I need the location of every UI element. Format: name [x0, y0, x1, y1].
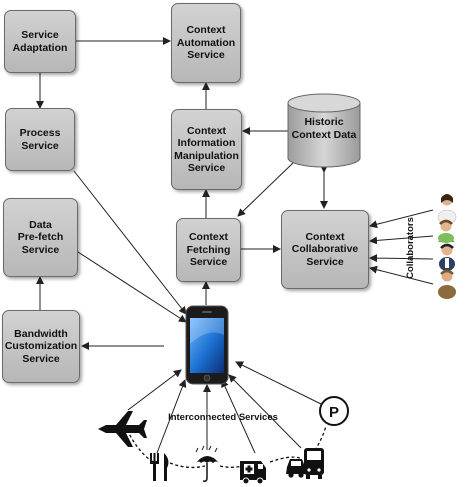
smartphone-icon	[185, 305, 229, 385]
service-adaptation-label: Service Adaptation	[12, 29, 68, 54]
airplane-icon	[98, 411, 147, 447]
bandwidth-customization-label: Bandwidth Customization Service	[4, 327, 78, 365]
arrow-historic-fetching	[237, 162, 294, 217]
database-icon	[287, 93, 361, 168]
arrow-person2-collab	[369, 235, 434, 245]
data-prefetch-label: Data Pre-fetch Service	[17, 218, 64, 256]
car-bus-icon	[286, 448, 324, 479]
person-icon	[438, 219, 455, 243]
context-fetching-label: Context Fetching Service	[186, 231, 231, 269]
parking-label: P	[329, 404, 339, 421]
arrow-ambulance-phone	[221, 379, 256, 454]
context-collaborative-box: Context Collaborative Service	[281, 210, 369, 289]
context-information-box: Context Information Manipulation Service	[171, 109, 242, 190]
fork-knife-icon	[150, 453, 169, 481]
arrow-food-phone	[156, 379, 187, 454]
interconnection-dashed-arc	[126, 425, 327, 469]
arrow-person3-collab	[369, 254, 434, 263]
collaborators-label: Collaborators	[405, 217, 416, 279]
parking-icon: P	[319, 396, 349, 426]
arrow-prefetch-phone	[77, 251, 187, 323]
process-service-label: Process Service	[19, 127, 61, 152]
arrow-plane-phone	[127, 369, 182, 411]
context-fetching-box: Context Fetching Service	[176, 218, 241, 282]
data-prefetch-box: Data Pre-fetch Service	[3, 198, 78, 277]
context-information-label: Context Information Manipulation Service	[174, 124, 239, 175]
umbrella-weather-icon	[195, 445, 219, 482]
person-icon	[437, 194, 457, 225]
historic-context-label: Historic Context Data	[291, 116, 357, 141]
arrow-process-phone	[73, 170, 187, 315]
context-collaborative-label: Context Collaborative Service	[291, 230, 359, 268]
bandwidth-customization-box: Bandwidth Customization Service	[2, 310, 80, 383]
arrow-person4-collab	[369, 265, 434, 285]
context-automation-label: Context Automation Service	[176, 24, 236, 62]
arrow-cars-phone	[228, 374, 302, 449]
arrow-person1-collab	[369, 209, 434, 229]
interconnected-services-label: Interconnected Services	[168, 412, 278, 423]
process-service-box: Process Service	[5, 108, 75, 171]
service-adaptation-box: Service Adaptation	[4, 10, 76, 73]
context-automation-box: Context Automation Service	[171, 3, 241, 83]
person-icon	[439, 243, 455, 271]
arrow-parking-phone	[235, 361, 324, 406]
person-icon	[438, 269, 456, 299]
ambulance-icon	[240, 461, 266, 485]
